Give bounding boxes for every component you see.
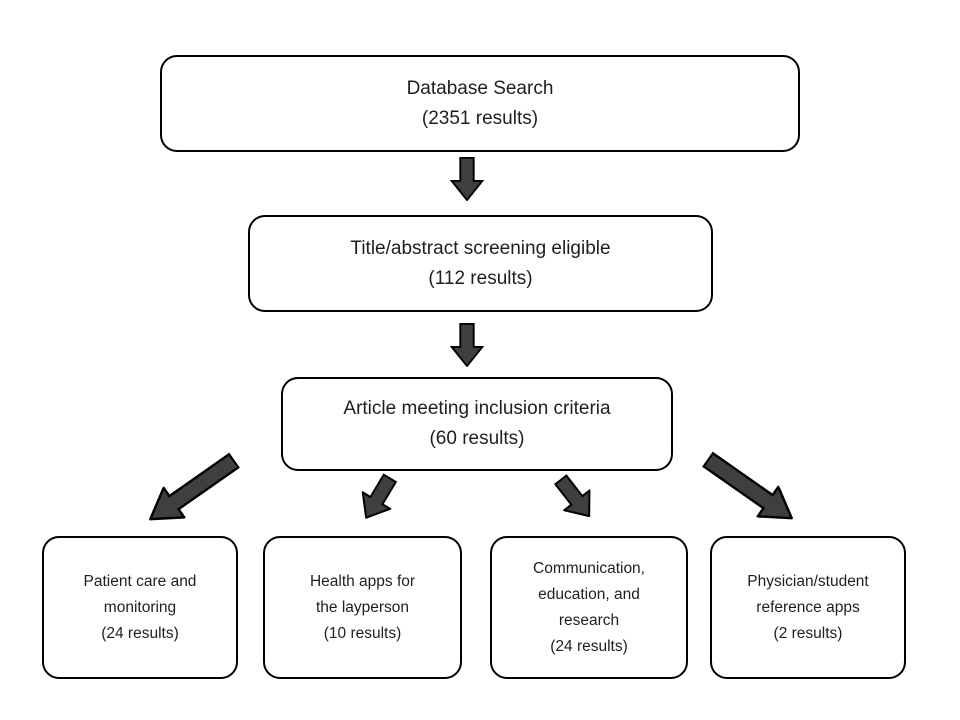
- node-patient-care: Patient care and monitoring (24 results): [42, 536, 238, 679]
- node-database-search: Database Search (2351 results): [160, 55, 800, 152]
- node-patient-care-label: Patient care and monitoring (24 results): [83, 572, 197, 642]
- diagonal-arrow-icon: [553, 474, 591, 518]
- node-health-apps-layperson: Health apps for the layperson (10 result…: [263, 536, 462, 679]
- down-arrow-icon: [450, 157, 484, 201]
- down-arrow-icon: [450, 323, 484, 367]
- diagonal-arrow-icon: [148, 452, 241, 521]
- node-physician-student-reference: Physician/student reference apps (2 resu…: [710, 536, 906, 679]
- node-health-apps-layperson-label: Health apps for the layperson (10 result…: [309, 572, 416, 642]
- node-communication-education-research: Communication, education, and research (…: [490, 536, 688, 679]
- diagonal-arrow-icon: [701, 451, 794, 520]
- node-physician-student-reference-label: Physician/student reference apps (2 resu…: [747, 572, 869, 642]
- node-title-abstract-screening: Title/abstract screening eligible (112 r…: [248, 215, 713, 312]
- node-communication-education-research-label: Communication, education, and research (…: [533, 559, 645, 655]
- diagonal-arrow-icon: [361, 473, 398, 520]
- node-database-search-label: Database Search (2351 results): [406, 77, 554, 129]
- node-title-abstract-screening-label: Title/abstract screening eligible (112 r…: [350, 237, 611, 289]
- node-inclusion-criteria-label: Article meeting inclusion criteria (60 r…: [343, 398, 611, 449]
- node-inclusion-criteria: Article meeting inclusion criteria (60 r…: [281, 377, 673, 471]
